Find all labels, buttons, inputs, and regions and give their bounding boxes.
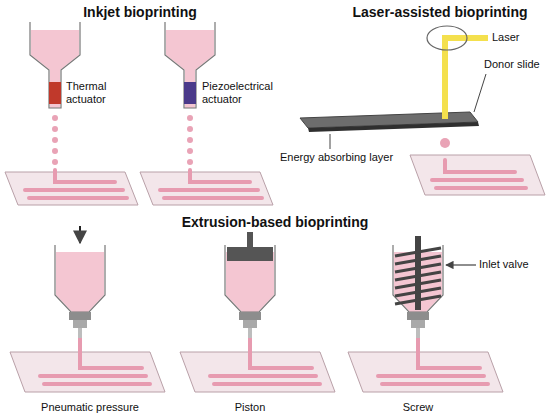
screw-thread: [395, 248, 441, 256]
section-heading: Extrusion-based bioprinting: [182, 214, 369, 230]
method-label: Pneumatic pressure: [41, 401, 139, 414]
piston: [227, 247, 273, 261]
screw-thread: [395, 256, 441, 264]
section-heading: Laser-assisted bioprinting: [352, 4, 527, 20]
part-label: Donor slide: [484, 58, 540, 71]
part-label: Laser: [492, 31, 520, 44]
inkjet-printers: [5, 22, 273, 205]
thermal-actuator: [49, 82, 61, 104]
laser-printer: [300, 26, 545, 195]
inlet-arrow: [446, 264, 476, 265]
part-label: Energy absorbing layer: [280, 151, 393, 164]
part-label: Piezoelectrical actuator: [202, 80, 292, 105]
screw-thread: [395, 296, 441, 304]
screw-thread: [395, 272, 441, 280]
screw-thread: [395, 288, 441, 296]
method-label: Piston: [235, 401, 266, 414]
extrusion-printers: [10, 226, 503, 392]
screw-thread: [395, 280, 441, 288]
part-label: Thermal actuator: [66, 80, 126, 105]
part-label: Inlet valve: [479, 258, 529, 271]
piezo-actuator: [184, 82, 196, 104]
pressure-arrow: [79, 226, 81, 243]
screw-thread: [395, 264, 441, 272]
section-heading: Inkjet bioprinting: [83, 4, 197, 20]
method-label: Screw: [403, 401, 434, 414]
